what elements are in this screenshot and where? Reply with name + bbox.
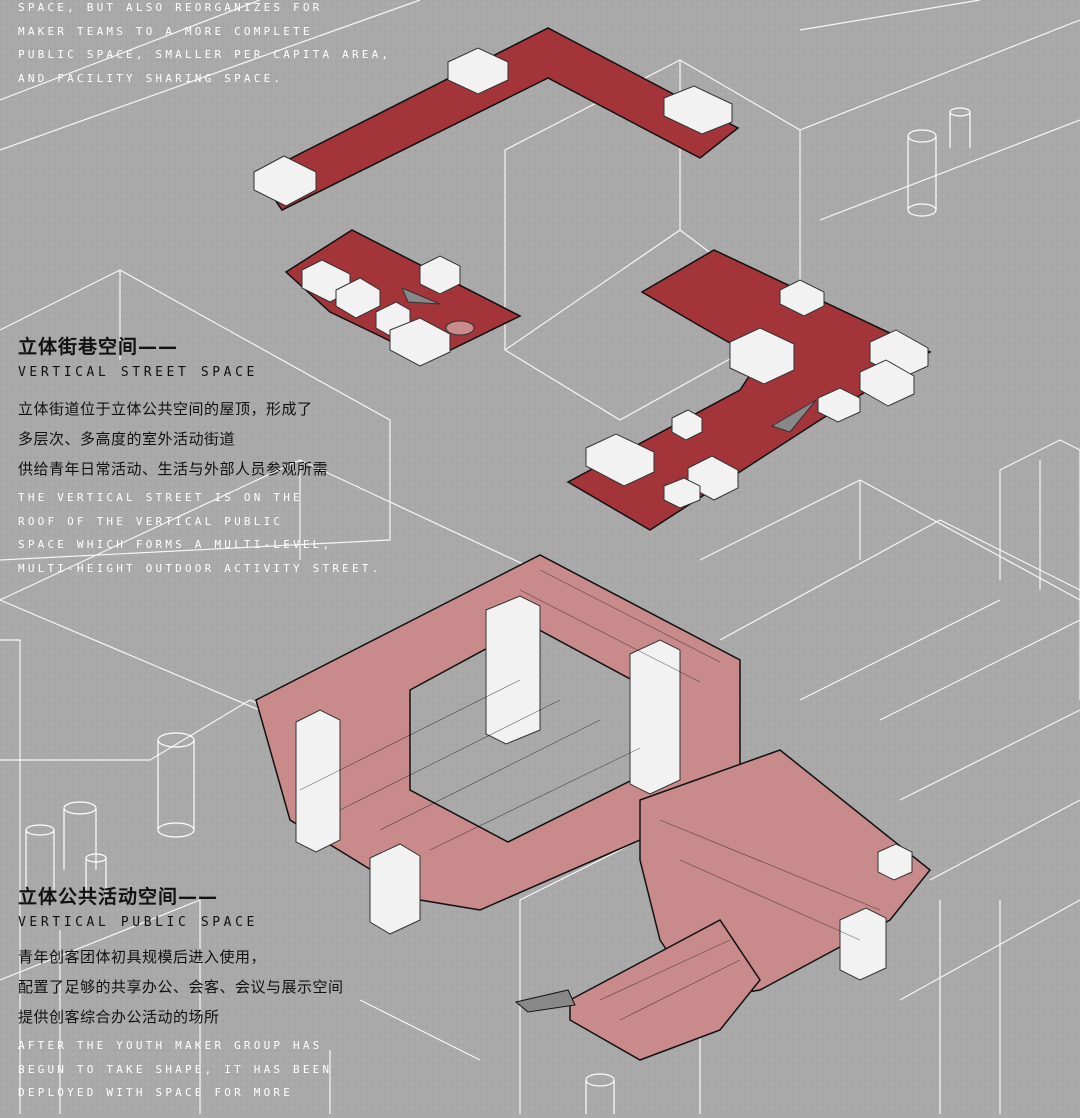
street-body-cn-line: 多层次、多高度的室外活动街道 xyxy=(18,430,236,448)
street-body-en-line: The vertical street is on the xyxy=(18,491,303,504)
intro-line: public space, smaller per capita area, xyxy=(18,48,392,61)
public-body-cn-line: 配置了足够的共享办公、会客、会议与展示空间 xyxy=(18,978,344,996)
roof-plate-left xyxy=(284,229,522,367)
street-section: 立体街巷空间—— Vertical street space 立体街道位于立体公… xyxy=(18,332,398,580)
public-body-en-line: After the youth Maker Group has xyxy=(18,1039,323,1052)
street-body-cn-line: 立体街道位于立体公共空间的屋顶，形成了 xyxy=(18,400,313,418)
public-heading-cn: 立体公共活动空间—— xyxy=(18,886,219,908)
intro-line: maker teams to a more complete xyxy=(18,24,313,38)
street-body-cn-line: 供给青年日常活动、生活与外部人员参观所需 xyxy=(18,460,329,478)
street-body-en-line: space which forms a multi-level, xyxy=(18,538,333,551)
street-heading-cn: 立体街巷空间—— xyxy=(18,336,179,358)
context-cylinders xyxy=(25,107,971,1114)
public-body-en-line: begun to take shape, it has been xyxy=(18,1062,333,1076)
street-body-en-line: multi-height outdoor activity street. xyxy=(18,561,382,575)
street-body-en: The vertical street is on the roof of th… xyxy=(18,486,398,580)
street-heading-en: Vertical street space xyxy=(18,365,258,380)
street-body-cn: 立体街道位于立体公共空间的屋顶，形成了 多层次、多高度的室外活动街道 供给青年日… xyxy=(18,394,398,484)
roof-plate-right xyxy=(566,249,932,531)
public-space-volume xyxy=(255,554,932,1061)
public-body-cn-line: 提供创客综合办公活动的场所 xyxy=(18,1008,220,1026)
public-section: 立体公共活动空间—— Vertical public space 青年创客团体初… xyxy=(18,882,418,1105)
roof-strip-top xyxy=(253,27,740,211)
street-body-en-line: roof of the vertical public xyxy=(18,514,284,528)
public-body-en-line: deployed with space for more xyxy=(18,1086,294,1099)
public-body-cn-line: 青年创客团体初具规模后进入使用， xyxy=(18,948,267,966)
intro-text: space, but also reorganizes for maker te… xyxy=(18,0,391,90)
public-heading-en: Vertical public space xyxy=(18,915,258,930)
intro-line: and facility sharing space. xyxy=(18,71,284,85)
intro-line: space, but also reorganizes for xyxy=(18,1,323,14)
public-body-cn: 青年创客团体初具规模后进入使用， 配置了足够的共享办公、会客、会议与展示空间 提… xyxy=(18,942,418,1032)
public-body-en: After the youth Maker Group has begun to… xyxy=(18,1034,418,1105)
